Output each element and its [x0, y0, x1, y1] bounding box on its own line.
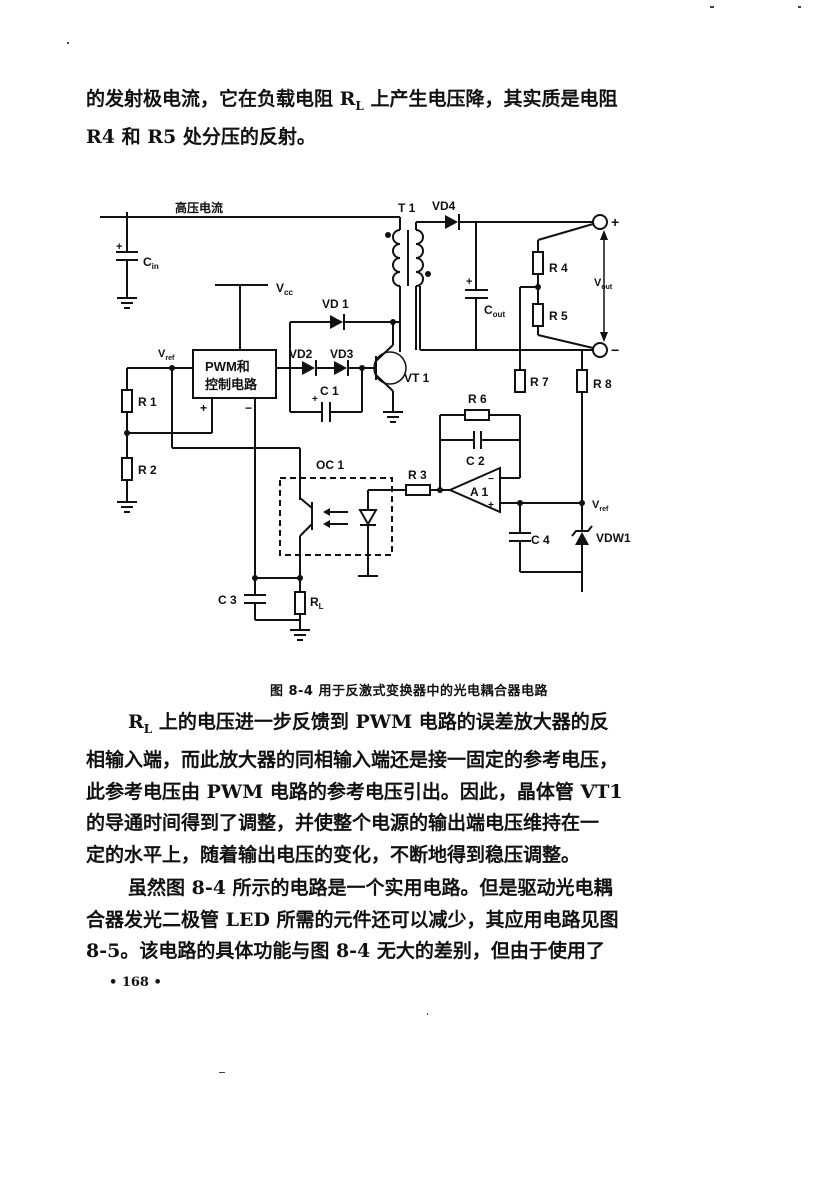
pwm-control-block [192, 349, 277, 399]
output-negative-terminal [592, 342, 608, 358]
text-line: 的导通时间得到了调整，并使整个电源的输出端电压维持在一 [86, 812, 600, 835]
oc1-label: OC 1 [316, 458, 344, 472]
r4-label: R 4 [549, 261, 568, 275]
vcc-label: Vcc [276, 281, 293, 297]
a1-opamp-icon [447, 466, 501, 514]
vref-left-label: Vref [158, 348, 175, 362]
vref-right-label: Vref [592, 499, 609, 513]
a1-label: A 1 [470, 485, 489, 499]
text-line: 的发射极电流，它在负载电阻 RL 上产生电压降，其实质是电阻 [86, 88, 618, 113]
r3-label: R 3 [408, 468, 427, 482]
c4-label: C 4 [531, 533, 550, 547]
vout-arrowhead-icon [600, 230, 608, 240]
r8-resistor [576, 369, 588, 393]
oc1-optocoupler [279, 477, 393, 556]
text-line: 8-5。该电路的具体功能与图 8-4 无大的差别，但由于使用了 [86, 940, 605, 962]
scan-speck [798, 6, 801, 8]
text-line: 此参考电压由 PWM 电路的参考电压引出。因此，晶体管 VT1 [86, 780, 623, 803]
pwm-label-line1: PWM和 [205, 359, 250, 374]
cin-label: Cin [143, 255, 159, 271]
vout-arrowhead-icon [600, 332, 608, 342]
rl-label: RL [310, 595, 324, 611]
c3-label: C 3 [218, 593, 237, 607]
vd2-label: VD2 [289, 347, 313, 361]
c2-label: C 2 [466, 454, 485, 468]
a1-plus-sign: + [488, 500, 494, 511]
led-diode-icon [358, 509, 378, 527]
r8-label: R 8 [593, 377, 612, 391]
pwm-plus-label: + [200, 401, 207, 415]
pwm-label-line2: 控制电路 [205, 377, 258, 392]
vd2-diode-icon [302, 361, 315, 375]
c1-plus: + [312, 394, 318, 405]
vdw1-zener-icon [575, 532, 589, 545]
r6-resistor [464, 409, 490, 421]
a1-minus-sign: − [488, 474, 494, 485]
hv-input-label: 高压电流 [175, 200, 223, 215]
vout-label: Vout [594, 277, 613, 291]
figure-8-4-circuit: 高压电流 + Cin T 1 VD4 + + Cout − R 4 [100, 199, 631, 641]
r5-label: R 5 [549, 309, 568, 323]
phototransistor-collector [299, 497, 313, 509]
vdw1-label: VDW1 [596, 531, 631, 545]
r7-label: R 7 [530, 375, 549, 389]
vdw1-zener-bar [571, 525, 593, 537]
cin-plus: + [116, 241, 122, 253]
c4-node [517, 500, 523, 506]
scan-speck [427, 1013, 428, 1015]
text-line: 相输入端，而此放大器的同相输入端还是接一固定的参考电压， [86, 749, 619, 772]
cout-plus: + [466, 276, 472, 288]
transformer-label: T 1 [398, 201, 416, 215]
divider-wire [537, 223, 594, 241]
r7-resistor [514, 369, 526, 393]
r3-resistor [405, 484, 431, 496]
output-positive-terminal [592, 214, 608, 230]
vt1-label: VT 1 [404, 371, 430, 385]
vt1-emitter [375, 374, 394, 392]
phototransistor-emitter [299, 523, 313, 537]
figure-caption: 图 8-4 用于反激式变换器中的光电耦合器电路 [269, 684, 549, 699]
r4-resistor [532, 251, 544, 275]
page-number: • 168 • [109, 975, 162, 990]
output-minus-label: − [611, 342, 619, 358]
text-line: RL 上的电压进一步反馈到 PWM 电路的误差放大器的反 [128, 711, 609, 736]
r2-resistor [121, 457, 133, 481]
c1-label: C 1 [320, 384, 339, 398]
r1-label: R 1 [138, 395, 157, 409]
rl-resistor [294, 591, 306, 615]
r1-resistor [121, 389, 133, 413]
scan-speck [710, 6, 714, 8]
light-arrows-icon [323, 508, 348, 528]
output-plus-label: + [611, 214, 619, 230]
vref-right-node [579, 500, 585, 506]
vd1-label: VD 1 [322, 297, 349, 311]
r2-label: R 2 [138, 463, 157, 477]
vd4-diode-icon [445, 215, 458, 229]
r5-resistor [532, 303, 544, 327]
cout-label: Cout [484, 303, 505, 319]
text-line: 合器发光二极管 LED 所需的元件还可以减少，其应用电路见图 [86, 908, 619, 931]
pwm-minus-label: − [245, 401, 252, 415]
vd1-diode-icon [330, 315, 343, 329]
text-line: R4 和 R5 处分压的反射。 [86, 126, 316, 149]
vd3-label: VD3 [330, 347, 354, 361]
a1-output-node [437, 487, 443, 493]
text-line: 虽然图 8-4 所示的电路是一个实用电路。但是驱动光电耦 [128, 877, 613, 899]
transformer-secondary [407, 221, 431, 350]
vd4-label: VD4 [432, 199, 456, 213]
r6-label: R 6 [468, 392, 487, 406]
divider-wire [537, 334, 594, 349]
scan-speck [219, 1072, 225, 1073]
paragraph-3: 虽然图 8-4 所示的电路是一个实用电路。但是驱动光电耦 合器发光二极管 LED… [86, 873, 671, 968]
scan-speck [67, 42, 69, 44]
paragraph-1: 的发射极电流，它在负载电阻 RL 上产生电压降，其实质是电阻 R4 和 R5 处… [86, 84, 671, 154]
vt1-collector [375, 344, 394, 362]
vd3-diode-icon [334, 361, 347, 375]
paragraph-2: RL 上的电压进一步反馈到 PWM 电路的误差放大器的反 相输入端，而此放大器的… [86, 707, 671, 871]
vt1-transistor-icon [373, 351, 407, 385]
text-line: 定的水平上，随着输出电压的变化，不断地得到稳压调整。 [86, 843, 581, 866]
base-node [359, 365, 365, 371]
